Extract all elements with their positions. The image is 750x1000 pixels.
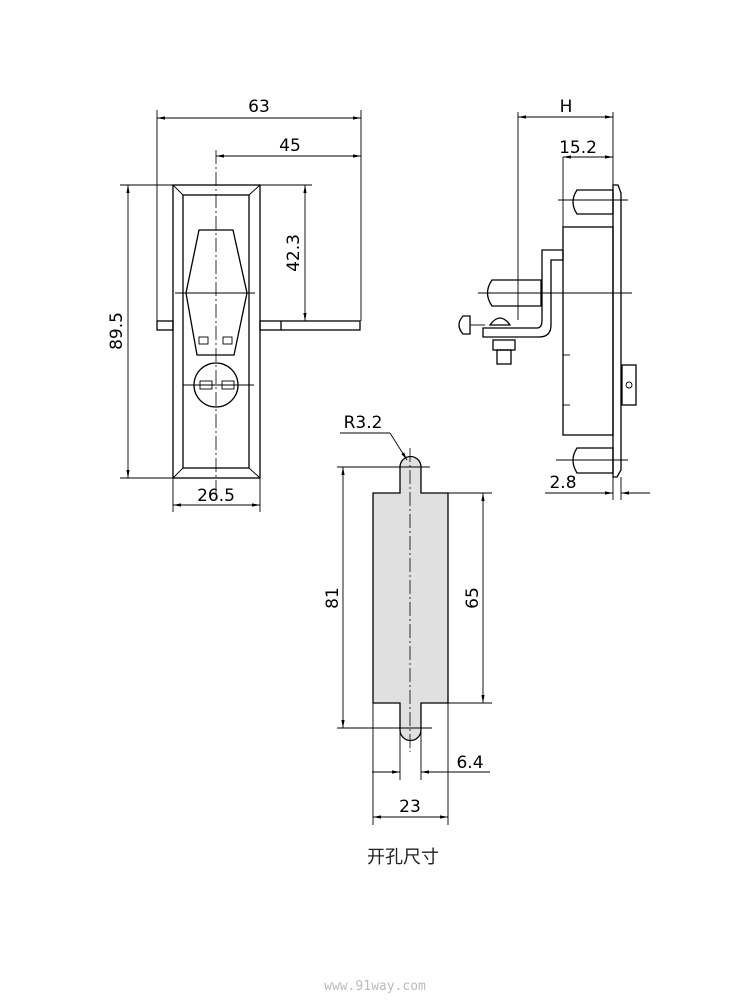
dim-42-3: 42.3 xyxy=(284,234,304,272)
dim-45: 45 xyxy=(279,136,301,156)
bracket-screw xyxy=(486,279,542,307)
bracket xyxy=(482,249,564,338)
side-view: H 15.2 2.8 xyxy=(458,97,650,500)
watermark: www.91way.com xyxy=(324,979,426,994)
dim-15-2: 15.2 xyxy=(559,138,597,158)
face-plate xyxy=(612,184,622,478)
cutout-view: 81 65 6.4 23 R3.2 开孔尺寸 xyxy=(323,413,492,868)
front-view: 63 45 42.3 89.5 26.5 xyxy=(107,97,362,512)
dim-89-5: 89.5 xyxy=(107,312,127,350)
housing xyxy=(562,226,614,436)
screw-bottom xyxy=(572,447,614,474)
dim-h: H xyxy=(560,97,573,117)
handle xyxy=(185,229,248,356)
dim-65: 65 xyxy=(463,587,483,609)
lock-body xyxy=(172,184,261,479)
dim-63: 63 xyxy=(248,97,270,117)
dim-81: 81 xyxy=(323,587,343,609)
dim-6-4: 6.4 xyxy=(456,753,483,773)
cutout-caption: 开孔尺寸 xyxy=(367,847,439,868)
screw-top xyxy=(572,189,614,215)
dim-2-8: 2.8 xyxy=(549,473,576,493)
cutout-shape xyxy=(372,455,449,742)
dim-23: 23 xyxy=(399,797,421,817)
dim-r3-2: R3.2 xyxy=(344,413,383,433)
dim-26-5: 26.5 xyxy=(197,486,235,506)
